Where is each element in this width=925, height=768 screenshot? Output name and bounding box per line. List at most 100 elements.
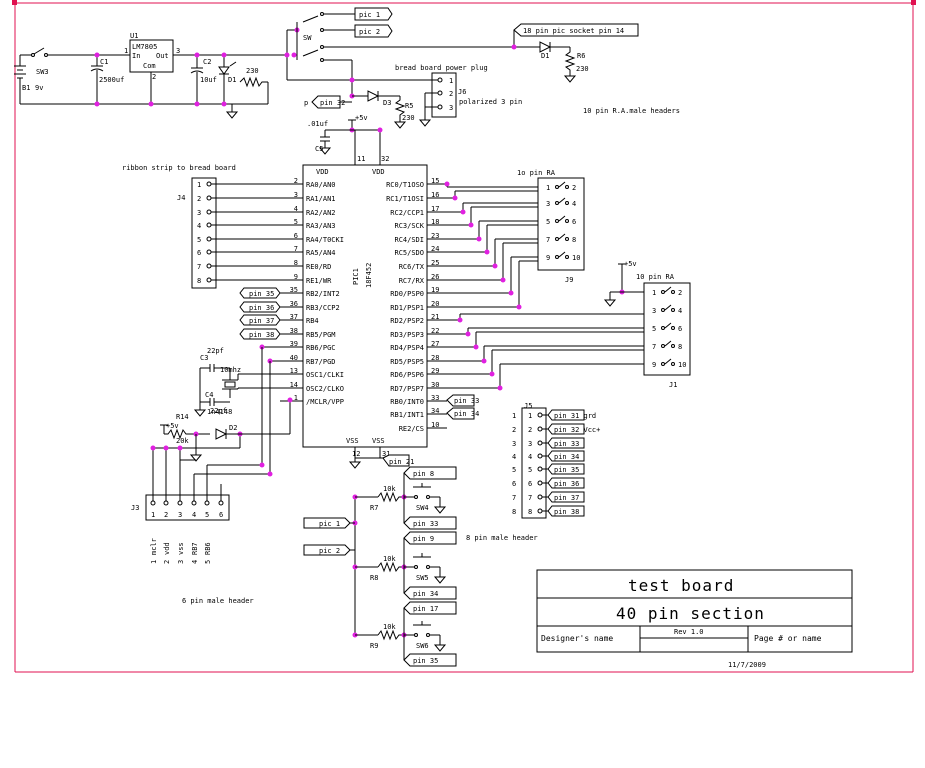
switch-contact: [426, 633, 430, 637]
pin-tag: [547, 477, 585, 489]
ic-pin-name: RB2/INT2: [306, 290, 340, 298]
j1-pin-hole: [671, 290, 675, 294]
u1-in: In: [132, 52, 140, 60]
battery-b1: B1 9v: [14, 55, 43, 104]
j5-pin-left: 4: [512, 453, 516, 461]
junction: [489, 371, 495, 377]
ground-symbol: [433, 576, 447, 584]
j5-pin-tag-label: pin 31 grd: [554, 412, 596, 420]
ic-pin-number: 6: [294, 232, 298, 240]
ic-pin-name: RB4: [306, 317, 319, 325]
d1-label: D1: [541, 52, 549, 60]
j1-label: J1: [669, 381, 677, 389]
c4-label: C4: [205, 391, 213, 399]
junction: [516, 304, 522, 310]
j5-pin-right: 7: [528, 494, 532, 502]
c1-label: C1: [100, 58, 108, 66]
j4-pin-number: 5: [197, 236, 201, 244]
wire: [558, 233, 566, 240]
j5-pin-right: 3: [528, 440, 532, 448]
ic-pin-name: RB1/INT1: [390, 411, 424, 419]
rev-label: Rev 1.0: [674, 628, 704, 636]
j5-pin-right: 1: [528, 412, 532, 420]
wire: [558, 197, 566, 204]
junction: [500, 277, 506, 283]
j5-pin-left: 3: [512, 440, 516, 448]
ic-pin-name: RD1/PSP1: [390, 304, 424, 312]
ic-pin-name: RD5/PSP5: [390, 358, 424, 366]
pin34-tag-b: pin 34: [454, 410, 479, 418]
pin-tag-label: pin 8: [413, 470, 434, 478]
bb-plug-label: bread board power plug: [395, 64, 488, 72]
resistor-label: R7: [370, 504, 378, 512]
c3-value: 22pf: [207, 347, 224, 355]
capacitor-c2: C2 10uf: [190, 55, 217, 104]
ic-pin-number: 38: [290, 327, 298, 335]
j5-pin-right: 8: [528, 508, 532, 516]
ribbon-label: ribbon strip to bread board: [122, 164, 236, 172]
j3-pin-name: RB7: [191, 542, 199, 555]
j9-pin-even: 8: [572, 236, 576, 244]
c1-value: 2500uf: [99, 76, 124, 84]
power-led: D1 230: [218, 55, 269, 104]
ic-pin-number: 20: [431, 300, 439, 308]
j1-pin-odd: 9: [652, 361, 656, 369]
ic-pin-name: RE0/RD: [306, 263, 331, 271]
switch-label: SW4: [416, 504, 429, 512]
j5-pin-right: 5: [528, 466, 532, 474]
ic-pin-name: RC4/SDI: [394, 236, 424, 244]
j5-pin-right: 4: [528, 453, 532, 461]
ic-pin-number: 28: [431, 354, 439, 362]
pin33-tag-b: pin 33: [454, 397, 479, 405]
ic-pin-number: 9: [294, 273, 298, 281]
j3-pin-number: 5: [205, 511, 209, 519]
ic-pin-name: RC5/SDO: [394, 249, 424, 257]
vdd-label: VDD: [316, 168, 329, 176]
ic-pin-number: 40: [290, 354, 298, 362]
pin-tag: [547, 437, 585, 449]
j3-pin-number: 6: [219, 511, 223, 519]
j5-pin-tag-label: pin 38: [554, 508, 579, 516]
pin-tag-label: pin 33: [413, 520, 438, 528]
j6-pin2: 2: [449, 90, 453, 98]
ic-pin-name: RA2/AN2: [306, 209, 336, 217]
j9-title: 1o pin RA: [517, 169, 556, 177]
capacitor-c1: C1 2500uf: [90, 55, 124, 104]
ic-pin-number: 25: [431, 259, 439, 267]
pin-tag-label: pin 35: [249, 290, 274, 298]
ic-pin-number: 27: [431, 340, 439, 348]
ic-pin-name: RD6/PSP6: [390, 371, 424, 379]
ic-pin-name: OSC1/CLKI: [306, 371, 344, 379]
ic-pin-number: 14: [290, 381, 298, 389]
j5-pin-right: 6: [528, 480, 532, 488]
j9-pin-odd: 1: [546, 184, 550, 192]
pin-tag: [547, 450, 585, 462]
pin-tag: [239, 287, 281, 299]
junction: [473, 344, 479, 350]
j9-pin-hole: [555, 219, 559, 223]
ic-pin-name: RB6/PGC: [306, 344, 336, 352]
pic2-b-tag: pic 2: [319, 547, 340, 555]
ic-pin-number: 2: [294, 177, 298, 185]
r6-value: 230: [576, 65, 589, 73]
title-block: test board 40 pin section Designer's nam…: [536, 569, 853, 669]
j5-pin-tag-label: pin 34: [554, 453, 579, 461]
j9-pin-even: 6: [572, 218, 576, 226]
j5-pin-tag-label: pin 33: [554, 440, 579, 448]
j3-pin-number: 2: [164, 511, 168, 519]
junction: [267, 471, 273, 477]
ic-pin-number: 24: [431, 245, 439, 253]
j5-pin-left: 5: [512, 466, 516, 474]
ic-pin-number: 8: [294, 259, 298, 267]
u1-name: U1: [130, 32, 138, 40]
designer-label: Designer's name: [541, 634, 613, 643]
j1-pin-hole: [661, 290, 665, 294]
date-label: 11/7/2009: [728, 661, 766, 669]
junction: [465, 331, 471, 337]
j3-label: J3: [131, 504, 139, 512]
vdd-network: p pin 32 D3 R5 230 +5v .01uf C5 11 32: [304, 90, 415, 165]
j1-pin-odd: 7: [652, 343, 656, 351]
